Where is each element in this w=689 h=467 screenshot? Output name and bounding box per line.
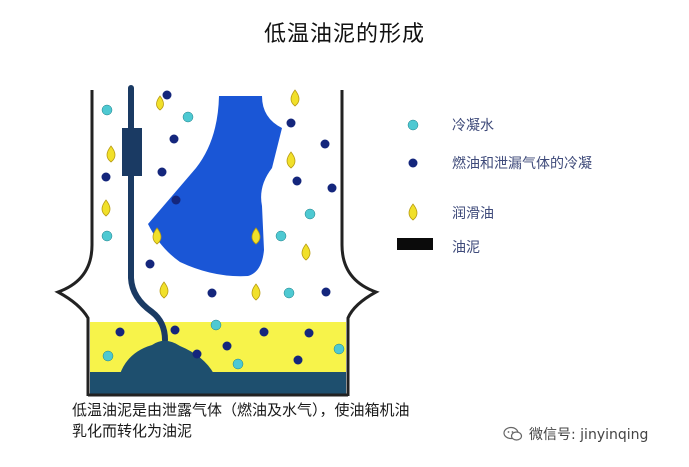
watermark: 微信号: jinyinqing [503, 424, 648, 444]
fuel-dot [286, 118, 296, 128]
fuel-dot [170, 325, 180, 335]
condensed-water-particles [101, 104, 345, 370]
legend-sludge-symbol [397, 238, 433, 250]
fuel-dot [157, 167, 167, 177]
watermark-text: 微信号: jinyinqing [529, 427, 649, 443]
fuel-dot [162, 90, 172, 100]
dipstick-rod [128, 85, 168, 343]
cylinder-wall-left [54, 90, 94, 396]
water-dot [232, 358, 244, 370]
dipstick-block [122, 128, 142, 176]
fuel-dot [171, 195, 181, 205]
fuel-dot [222, 341, 232, 351]
legend-label-oil: 润滑油 [452, 206, 494, 222]
fuel-dot [304, 328, 314, 338]
caption-line-1: 低温油泥是由泄露气体（燃油及水气），使油箱机油 [72, 401, 410, 419]
sludge-deposit [120, 340, 214, 374]
legend-label-fuel: 燃油和泄漏气体的冷凝 [452, 156, 592, 172]
legend-label-water: 冷凝水 [452, 118, 494, 134]
legend-oil-symbol [408, 203, 418, 221]
fuel-dot [169, 134, 179, 144]
oil-drop [290, 89, 300, 107]
fuel-dot [259, 327, 269, 337]
fuel-dot [101, 172, 111, 182]
fuel-dot [115, 327, 125, 337]
fuel-dot [292, 176, 302, 186]
oil-drop [159, 281, 169, 299]
water-dot [182, 111, 194, 123]
water-dot [101, 230, 113, 242]
fuel-dot [293, 355, 303, 365]
water-dot [275, 230, 287, 242]
diagram-title: 低温油泥的形成 [263, 22, 425, 47]
caption: 低温油泥是由泄露气体（燃油及水气），使油箱机油 乳化而转化为油泥 [72, 400, 542, 442]
sludge-bottom-layer [90, 372, 346, 394]
oil-drop [156, 95, 164, 111]
legend-label-sludge: 油泥 [452, 240, 480, 256]
water-dot [102, 350, 114, 362]
fuel-dot [207, 288, 217, 298]
crankshaft [148, 96, 282, 277]
oil-drop [101, 199, 111, 217]
oil-drop [251, 227, 261, 245]
wechat-icon [503, 426, 523, 441]
legend-fuel-symbol [408, 158, 418, 168]
oil-drop [301, 243, 311, 261]
legend-water-symbol [407, 119, 419, 131]
oil-drop [152, 227, 162, 245]
fuel-condensation-particles [101, 90, 337, 365]
caption-line-2: 乳化而转化为油泥 [72, 422, 193, 440]
fuel-dot [320, 139, 330, 149]
oil-drop [251, 283, 261, 301]
fuel-dot [327, 183, 337, 193]
oil-drop [286, 151, 296, 169]
water-dot [101, 104, 113, 116]
cylinder-wall-right [340, 90, 380, 396]
oil-drop [106, 145, 116, 163]
fuel-dot [145, 259, 155, 269]
fuel-dot [321, 287, 331, 297]
fuel-dot [192, 349, 202, 359]
water-dot [333, 343, 345, 355]
water-dot [210, 319, 222, 331]
water-dot [283, 287, 295, 299]
water-dot [304, 208, 316, 220]
lubricating-oil-drops [101, 89, 311, 301]
